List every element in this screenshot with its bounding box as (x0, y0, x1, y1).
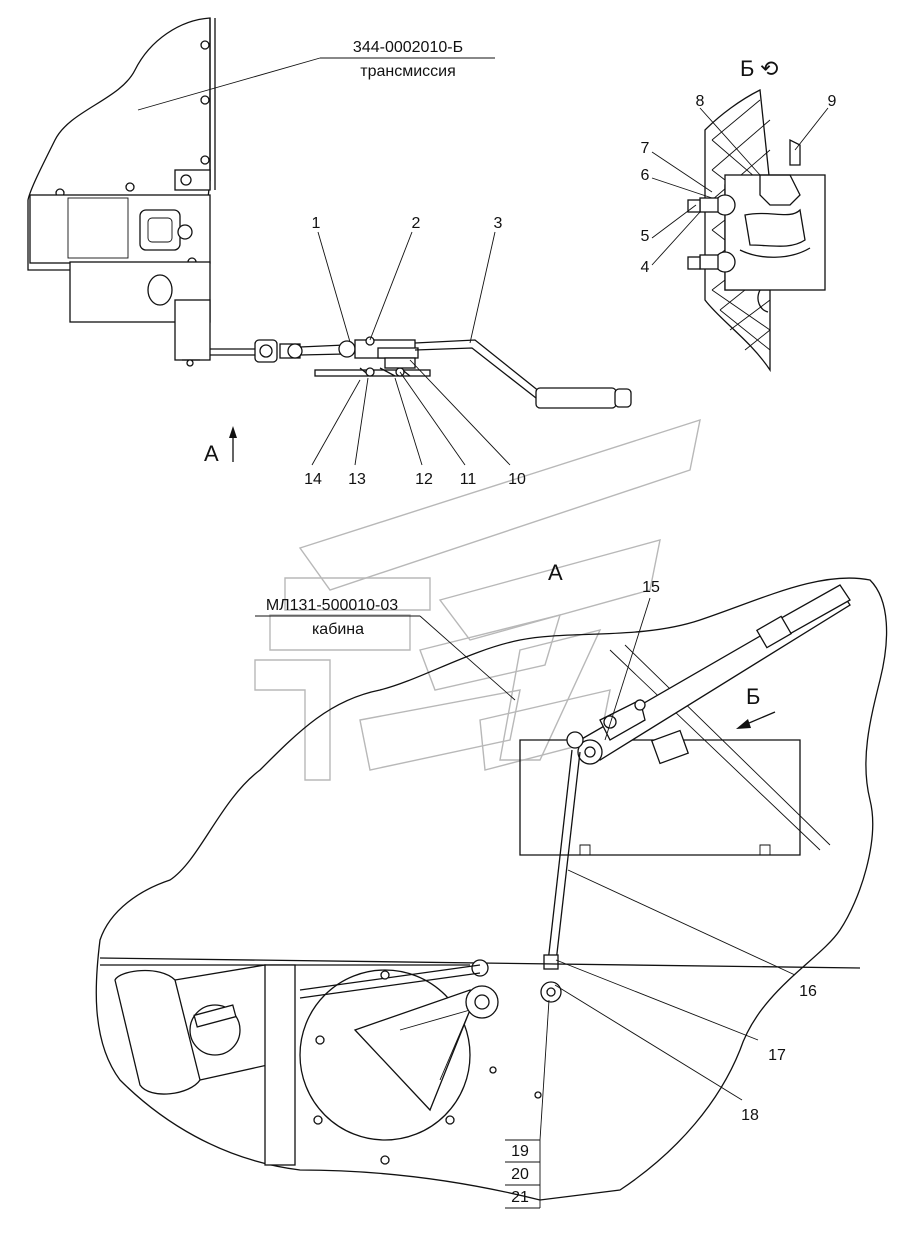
cabin-name-label: кабина (312, 621, 364, 638)
transmission-code-label: 344-0002010-Б (353, 39, 463, 56)
view-b-detail (687, 88, 826, 373)
view-b-title: Б (740, 56, 754, 81)
part-number-1: 1 (312, 215, 321, 232)
transmission-assembly (27, 17, 216, 367)
part-number-9: 9 (828, 93, 837, 110)
leader-lines (137, 57, 829, 1209)
part-number-12: 12 (415, 471, 433, 488)
part-number-5: 5 (641, 228, 650, 245)
cabin-code-label: МЛ131-500010-03 (266, 597, 398, 614)
transmission-name-label: трансмиссия (360, 63, 456, 80)
view-a-marker: А (204, 441, 219, 466)
watermark-logo (254, 418, 701, 781)
part-number-11: 11 (460, 471, 477, 488)
part-number-10: 10 (508, 471, 526, 488)
part-number-4: 4 (641, 259, 650, 276)
part-number-8: 8 (696, 93, 705, 110)
part-number-20: 20 (511, 1166, 529, 1183)
part-number-15: 15 (642, 579, 660, 596)
part-number-7: 7 (641, 140, 650, 157)
part-number-17: 17 (768, 1047, 786, 1064)
part-number-18: 18 (741, 1107, 759, 1124)
rotate-symbol: ⟲ (760, 56, 778, 81)
callout-labels: 344-0002010-Б трансмиссия МЛ131-500010-0… (204, 39, 778, 709)
part-number-19: 19 (511, 1143, 529, 1160)
view-a-title: А (548, 560, 563, 585)
part-number-3: 3 (494, 215, 503, 232)
part-number-2: 2 (412, 215, 421, 232)
part-number-16: 16 (799, 983, 817, 1000)
part-number-labels: 1 2 3 4 5 6 7 8 9 10 11 12 13 14 15 16 1… (304, 93, 836, 1206)
view-b-marker: Б (746, 684, 760, 709)
part-number-21: 21 (511, 1189, 529, 1206)
part-number-6: 6 (641, 167, 650, 184)
part-number-13: 13 (348, 471, 366, 488)
cabin-assembly (95, 577, 888, 1201)
lever-assembly (210, 336, 632, 409)
part-number-14: 14 (304, 471, 322, 488)
